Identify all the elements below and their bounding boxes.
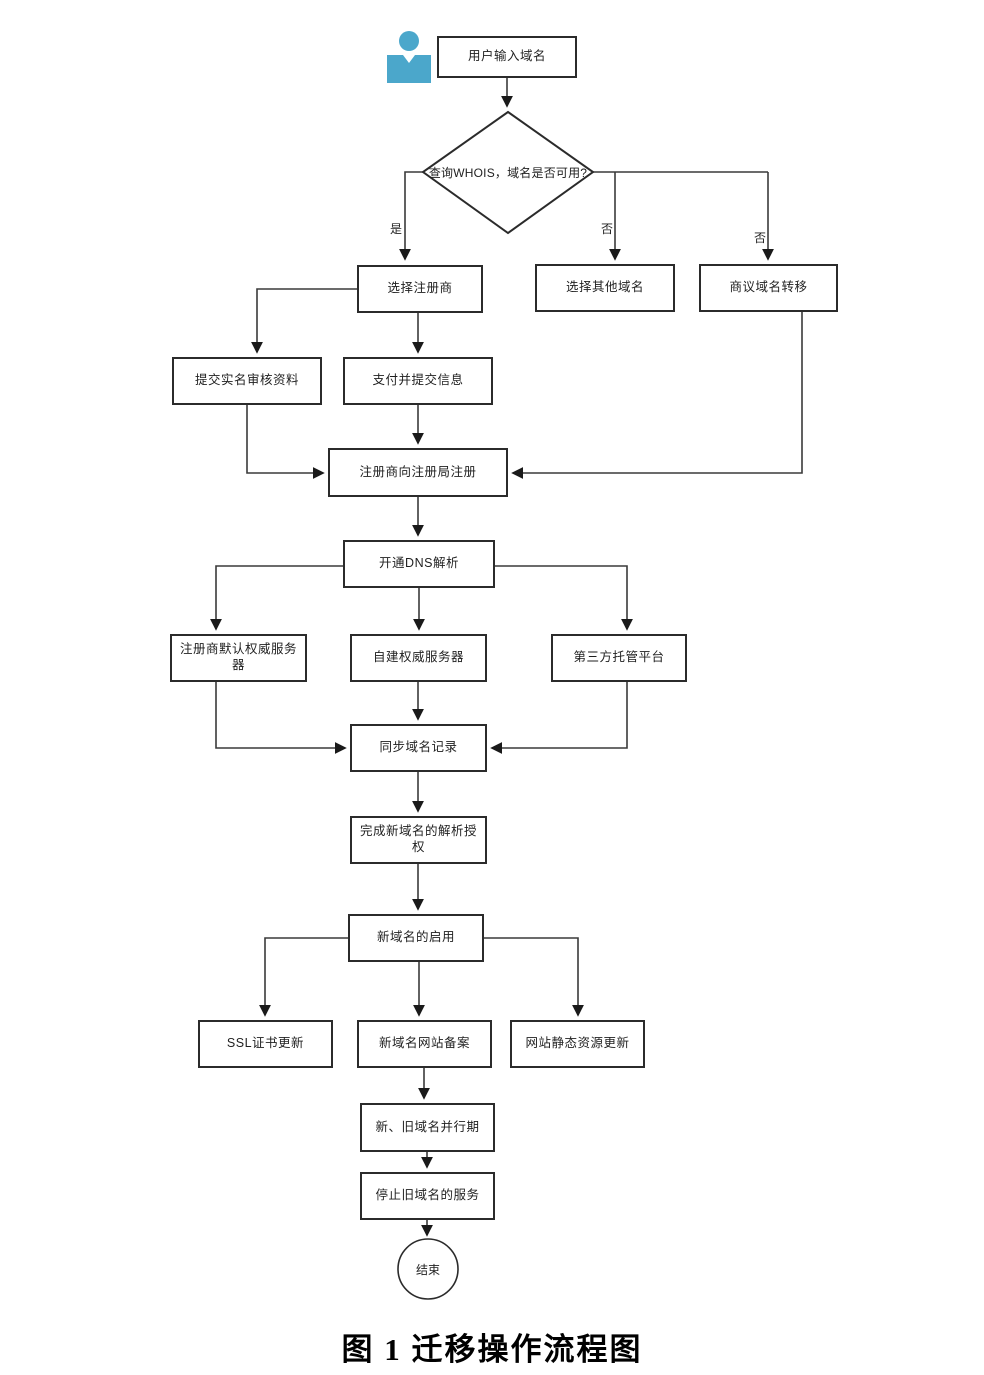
node-enable-dns: 开通DNS解析 [343,540,495,588]
end-circle-shape [397,1238,459,1300]
user-icon [386,31,432,83]
node-static-resource-update: 网站静态资源更新 [510,1020,645,1068]
node-registrar-register: 注册商向注册局注册 [328,448,508,497]
node-negotiate-transfer: 商议域名转移 [699,264,838,312]
node-self-built-ns: 自建权威服务器 [350,634,487,682]
node-third-party-platform: 第三方托管平台 [551,634,687,682]
figure-caption: 图 1 迁移操作流程图 [341,1332,643,1367]
node-choose-other-domain: 选择其他域名 [535,264,675,312]
node-ssl-update: SSL证书更新 [198,1020,333,1068]
node-user-input: 用户输入域名 [437,36,577,78]
edge-label-no-other: 否 [601,222,614,236]
node-website-filing: 新域名网站备案 [357,1020,492,1068]
edge-label-yes: 是 [390,222,403,236]
node-whois-decision: 查询WHOIS，域名是否可用? [428,165,588,180]
decision-diamond-shape [421,110,595,235]
node-activate-new-domain: 新域名的启用 [348,914,484,962]
node-sync-records: 同步域名记录 [350,724,487,772]
node-parallel-period: 新、旧域名并行期 [360,1103,495,1152]
node-complete-resolution-auth: 完成新域名的解析授权 [350,816,487,864]
node-pay-submit-info: 支付并提交信息 [343,357,493,405]
edge-label-no-transfer: 否 [754,231,767,245]
node-choose-registrar: 选择注册商 [357,265,483,313]
node-end: 结束 [415,1262,440,1277]
node-stop-old-domain: 停止旧域名的服务 [360,1172,495,1220]
node-submit-real-name: 提交实名审核资料 [172,357,322,405]
node-registrar-default-ns: 注册商默认权威服务器 [170,634,307,682]
